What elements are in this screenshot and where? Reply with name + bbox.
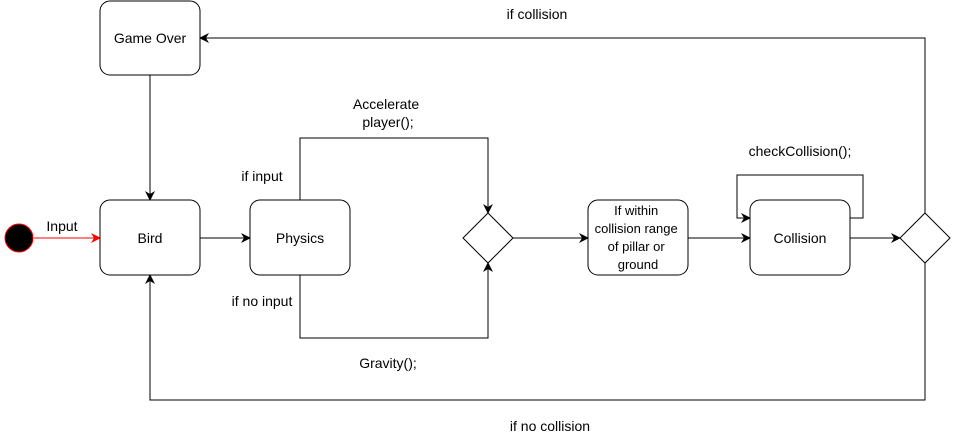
bird-label: Bird — [138, 230, 163, 246]
gravity-label: Gravity(); — [359, 355, 417, 371]
if-no-collision-label: if no collision — [510, 418, 590, 434]
range-check-label: If within collision range of pillar or g… — [595, 203, 682, 272]
if-collision-edge — [199, 33, 926, 213]
if-input-label: if input — [241, 168, 282, 184]
range-check-line-1: If within — [614, 203, 658, 218]
if-no-input-edge — [299, 262, 493, 339]
collision-decision-diamond — [899, 212, 951, 264]
accelerate-label: Accelerate player(); — [353, 96, 423, 130]
if-no-input-label: if no input — [232, 293, 293, 309]
if-input-edge — [299, 137, 493, 214]
input-label: Input — [46, 218, 77, 234]
check-collision-self-loop — [736, 174, 864, 223]
if-collision-label: if collision — [507, 6, 568, 22]
range-check-line-3: of pillar or — [608, 239, 666, 254]
collision-node — [749, 199, 851, 276]
range-check-node — [587, 199, 689, 276]
accelerate-line-2: player(); — [362, 114, 413, 130]
range-check-line-4: ground — [618, 257, 658, 272]
game-over-node — [99, 0, 201, 76]
collision-label: Collision — [774, 230, 827, 246]
physics-node — [249, 199, 351, 276]
physics-label: Physics — [276, 230, 324, 246]
if-no-collision-edge — [145, 263, 926, 401]
start-node — [4, 223, 34, 253]
range-check-line-2: collision range — [595, 221, 678, 236]
game-over-label: Game Over — [114, 30, 187, 46]
bird-node — [99, 199, 201, 276]
merge-decision-diamond — [462, 212, 514, 264]
accelerate-line-1: Accelerate — [353, 96, 419, 112]
check-collision-label: checkCollision(); — [749, 143, 852, 159]
